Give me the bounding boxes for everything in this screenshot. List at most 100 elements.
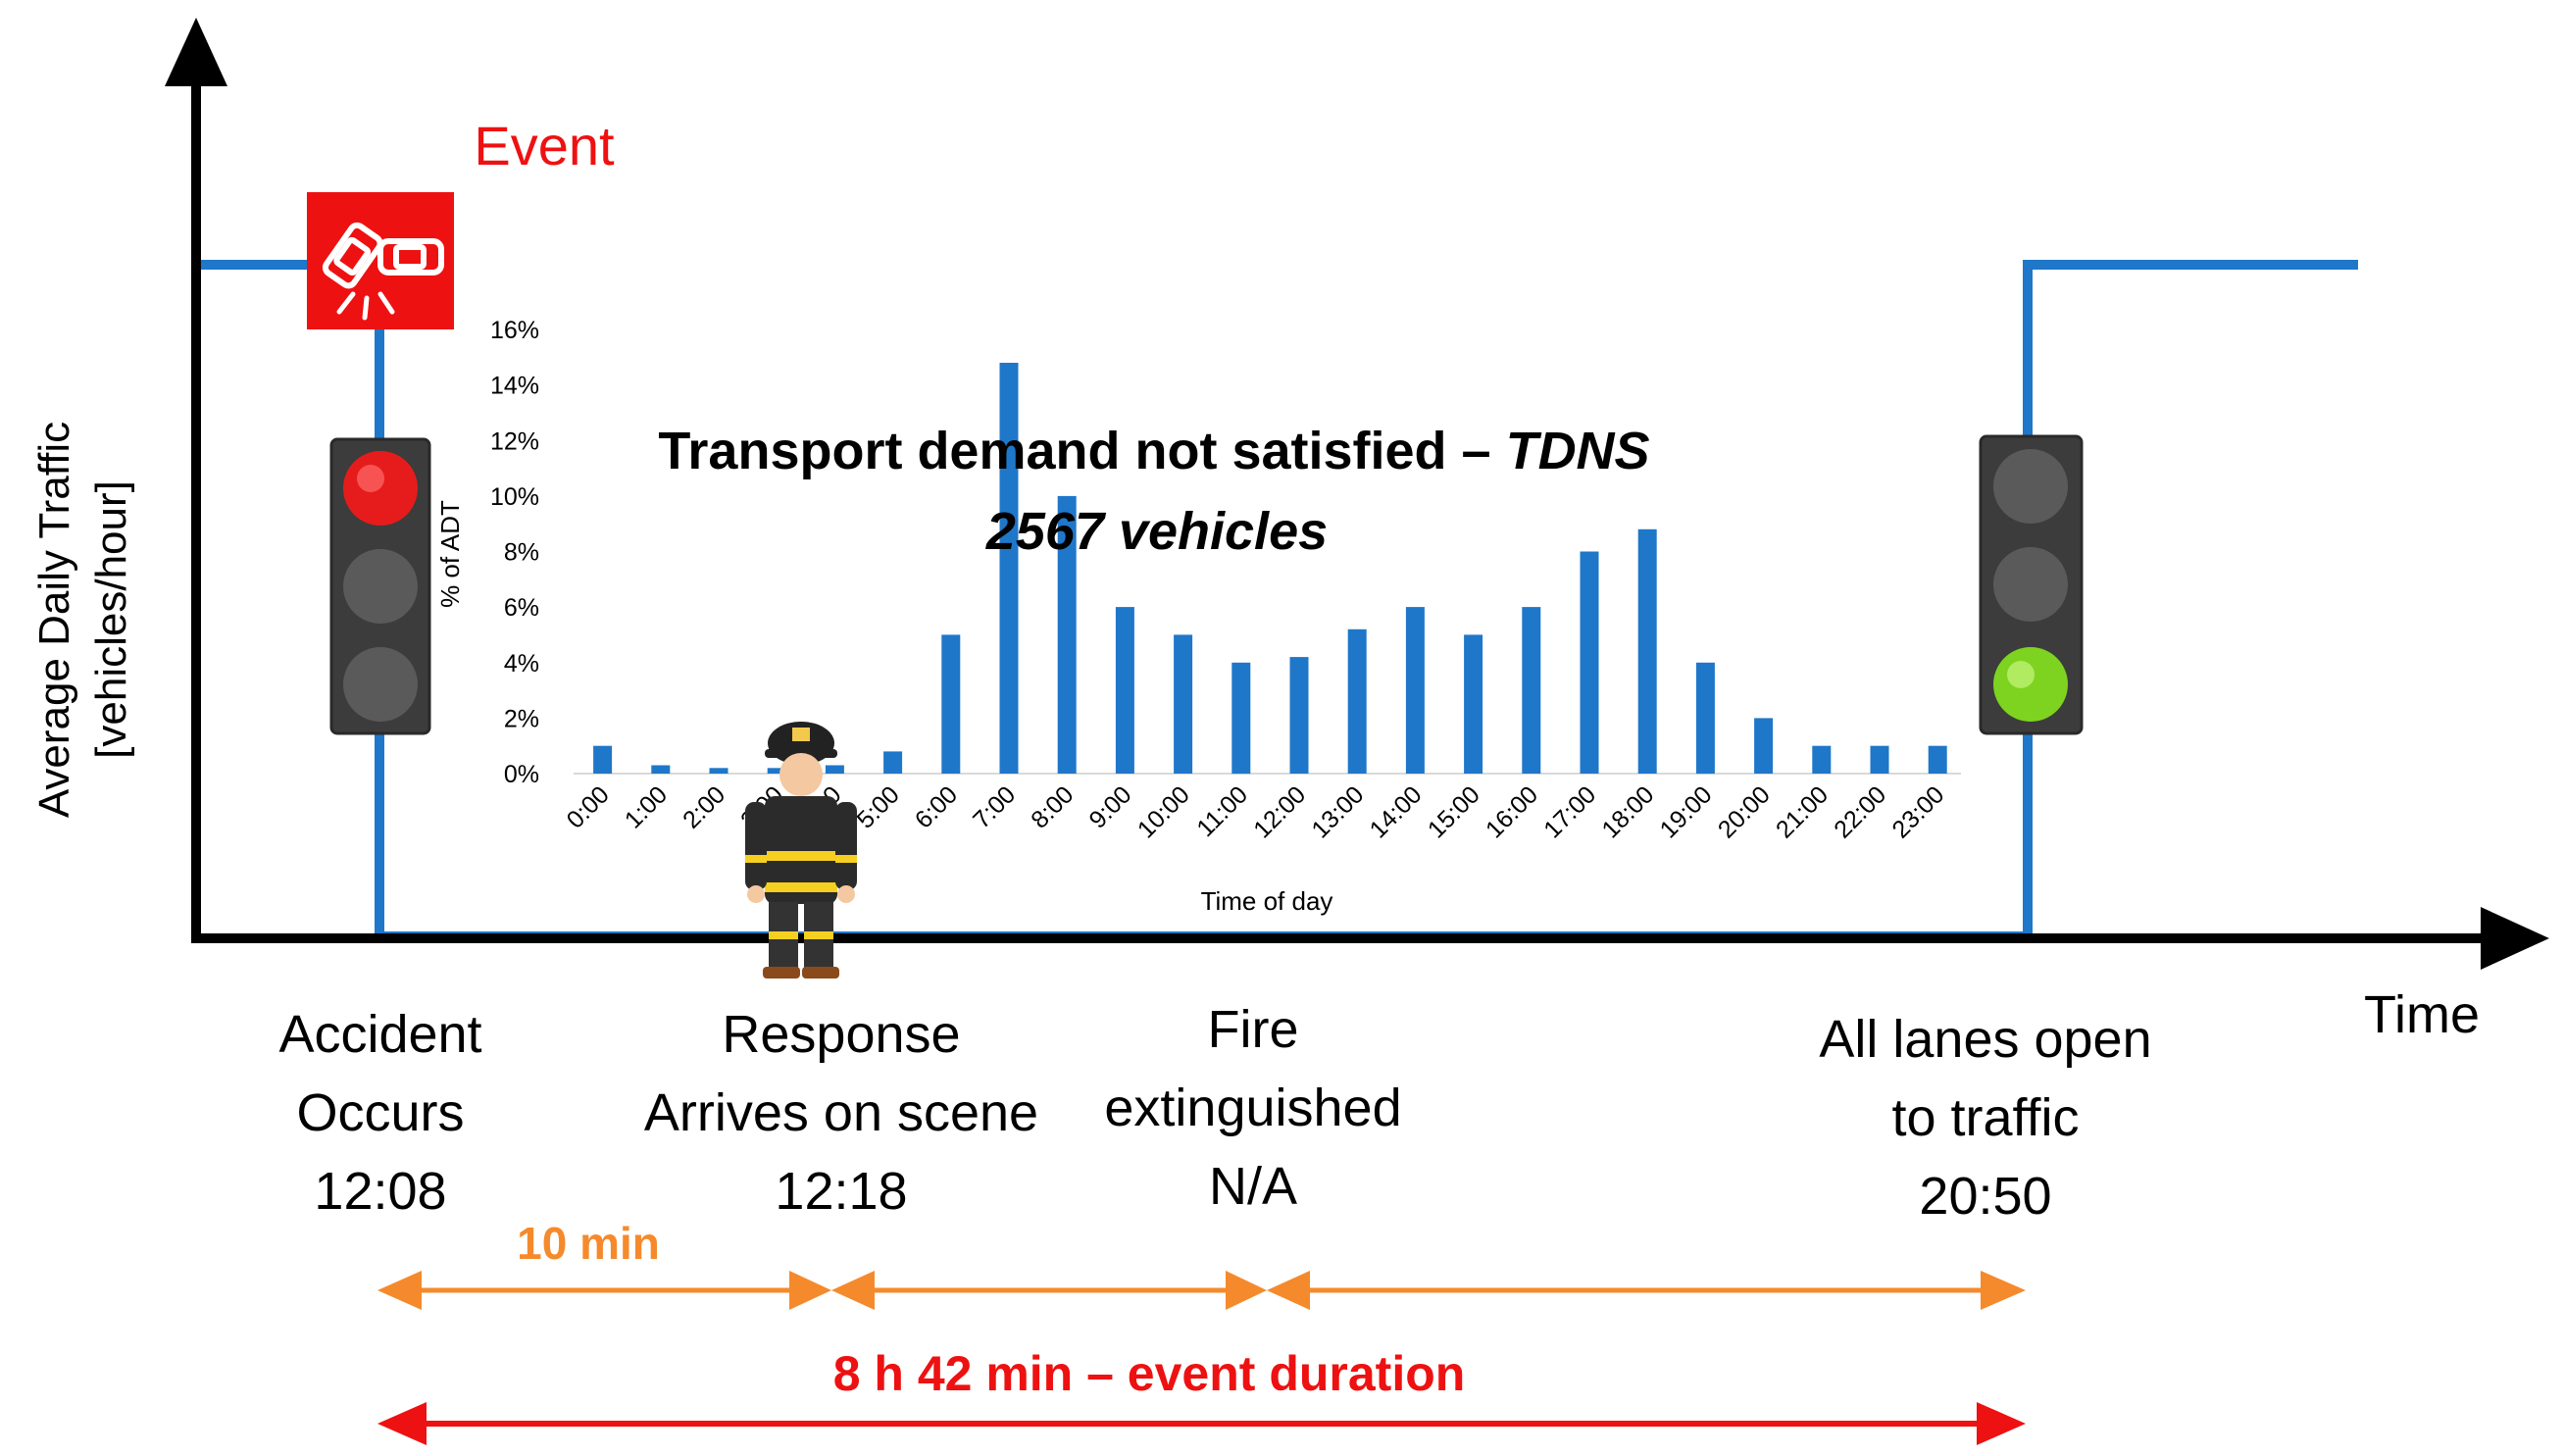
chart-bar-800 [1057, 495, 1077, 774]
tdns-title-abbrev: TDNS [1506, 422, 1650, 480]
chart-x-tick-label: 17:00 [1538, 780, 1601, 843]
chart-bar-1100 [1231, 662, 1251, 775]
chart-y-tick-label: 8% [504, 539, 539, 567]
chart-bar-500 [883, 751, 903, 774]
y-axis-label-line2: [vehicles/hour] [87, 480, 135, 759]
chart-y-axis-label: % of ADT [435, 500, 465, 608]
milestone-fire-line1: Fire [1208, 1000, 1299, 1059]
chart-y-tick-label: 0% [504, 761, 539, 788]
chart-bar-1500 [1464, 634, 1483, 774]
event-label: Event [474, 115, 615, 176]
chart-x-tick-label: 16:00 [1481, 780, 1543, 843]
tdns-title-prefix: Transport demand not satisfied – [658, 422, 1505, 480]
chart-y-tick-label: 4% [504, 650, 539, 678]
tdns-title: Transport demand not satisfied – TDNS [658, 422, 1649, 480]
y-axis-arrowhead [165, 18, 227, 86]
interval-arrow-2-head-left [831, 1271, 875, 1310]
chart-bar-1000 [1174, 634, 1193, 774]
chart-x-tick-label: 18:00 [1596, 780, 1659, 843]
chart-bar-1700 [1580, 551, 1599, 774]
chart-y-tick-label: 16% [490, 317, 539, 344]
milestone-fire: Fire extinguished N/A [1104, 1000, 1401, 1216]
chart-bar-1800 [1637, 528, 1657, 774]
chart-bar-1900 [1695, 662, 1715, 775]
chart-bars [593, 363, 1947, 775]
x-axis-label: Time [2364, 985, 2480, 1044]
chart-bar-600 [941, 634, 961, 774]
chart-x-tick-label: 13:00 [1306, 780, 1369, 843]
chart-bar-200 [709, 768, 729, 774]
chart-x-tick-label: 7:00 [968, 780, 1021, 833]
car-crash-icon [307, 192, 454, 329]
chart-x-tick-label: 0:00 [562, 780, 615, 833]
milestone-fire-time: N/A [1209, 1157, 1297, 1216]
chart-x-tick-label: 20:00 [1713, 780, 1776, 843]
interval-arrow-1-head-left [377, 1271, 422, 1310]
chart-bar-700 [999, 363, 1019, 774]
chart-y-tick-label: 10% [490, 483, 539, 511]
milestone-response-line1: Response [722, 1005, 960, 1064]
chart-x-tick-label: 19:00 [1655, 780, 1718, 843]
chart-bar-000 [593, 745, 613, 774]
chart-x-tick-label: 11:00 [1191, 780, 1253, 842]
chart-x-tick-label: 6:00 [910, 780, 963, 833]
milestone-lanes-open-line2: to traffic [1891, 1088, 2079, 1147]
hourly-traffic-chart: 0%2%4%6%8%10%12%14%16% 0:001:002:003:004… [435, 317, 1961, 916]
chart-bar-1300 [1347, 628, 1367, 774]
milestone-response-time: 12:18 [775, 1162, 907, 1221]
interval-arrow-1-head-right [789, 1271, 831, 1310]
interval-arrow-3-head-left [1267, 1271, 1310, 1310]
chart-bar-2000 [1754, 718, 1774, 774]
chart-x-tick-label: 22:00 [1829, 780, 1891, 843]
milestone-lanes-open-time: 20:50 [1919, 1167, 2051, 1226]
chart-y-ticks: 0% 2% 4% 6% 8% 10% 12% 14% 16% [490, 317, 539, 788]
chart-bar-1400 [1405, 607, 1425, 774]
chart-x-tick-label: 5:00 [852, 780, 905, 833]
tdns-vehicles: 2567 vehicles [985, 502, 1328, 561]
chart-y-tick-label: 14% [490, 373, 539, 400]
chart-x-tick-label: 1:00 [620, 780, 673, 833]
chart-bar-2200 [1870, 745, 1889, 774]
chart-bar-100 [651, 765, 671, 774]
chart-bar-1200 [1289, 657, 1309, 774]
traffic-light-red [329, 437, 431, 735]
chart-bar-2300 [1928, 745, 1947, 774]
milestone-response: Response Arrives on scene 12:18 [644, 1005, 1038, 1221]
chart-x-tick-label: 8:00 [1026, 780, 1079, 833]
response-time-label: 10 min [517, 1218, 660, 1269]
firefighter-icon [745, 722, 857, 979]
milestone-lanes-open-line1: All lanes open [1819, 1010, 2151, 1069]
milestone-accident-line1: Accident [278, 1005, 481, 1064]
chart-bar-900 [1115, 607, 1134, 774]
chart-x-tick-label: 14:00 [1365, 780, 1428, 843]
chart-x-tick-label: 2:00 [678, 780, 730, 833]
chart-x-tick-label: 23:00 [1886, 780, 1949, 843]
interval-arrows [377, 1271, 2026, 1310]
milestone-accident-line2: Occurs [296, 1083, 464, 1142]
milestone-response-line2: Arrives on scene [644, 1083, 1038, 1142]
chart-bar-2100 [1812, 745, 1832, 774]
chart-bar-300 [767, 768, 786, 774]
event-duration-arrow [377, 1402, 2026, 1445]
interval-arrow-2-head-right [1226, 1271, 1267, 1310]
chart-y-tick-label: 2% [504, 705, 539, 732]
event-duration-label: 8 h 42 min – event duration [833, 1346, 1466, 1401]
milestone-accident-time: 12:08 [314, 1162, 446, 1221]
chart-bar-400 [825, 765, 844, 774]
chart-x-tick-label: 9:00 [1083, 780, 1136, 833]
chart-x-tick-label: 10:00 [1132, 780, 1195, 843]
traffic-light-green [1979, 434, 2084, 735]
chart-x-tick-label: 21:00 [1771, 780, 1834, 843]
chart-x-axis-label: Time of day [1201, 886, 1333, 916]
x-axis-arrowhead [2481, 907, 2549, 970]
y-axis-label-line1: Average Daily Traffic [30, 422, 78, 818]
milestone-accident: Accident Occurs 12:08 [278, 1005, 481, 1221]
milestone-fire-line2: extinguished [1104, 1079, 1401, 1137]
chart-bar-1600 [1522, 607, 1541, 774]
chart-y-tick-label: 12% [490, 427, 539, 455]
interval-arrow-3-head-right [1981, 1271, 2026, 1310]
chart-x-tick-label: 15:00 [1423, 780, 1485, 843]
chart-y-tick-label: 6% [504, 594, 539, 622]
